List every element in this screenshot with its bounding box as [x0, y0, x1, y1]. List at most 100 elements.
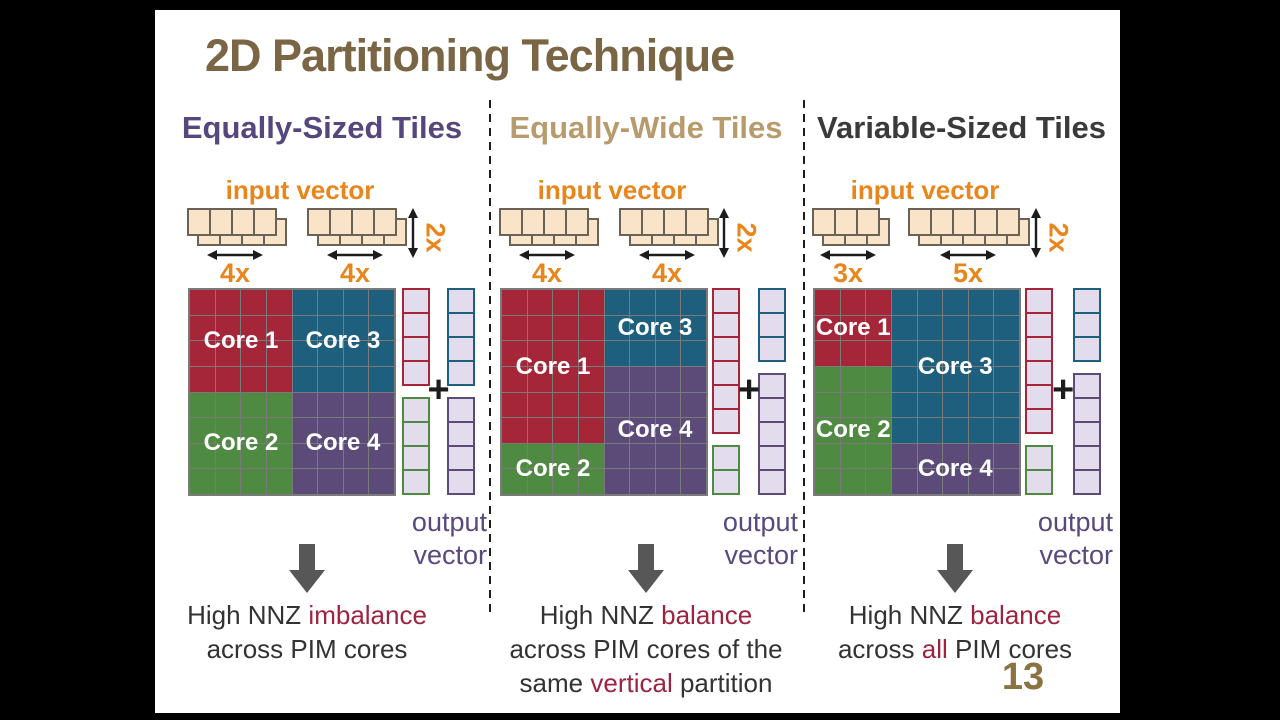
matrix-cell [681, 418, 706, 443]
caption-text: across PIM cores [206, 634, 408, 664]
matrix-cell [266, 290, 292, 315]
input-vector-label: input vector [850, 175, 1000, 205]
output-vector-cell [758, 469, 786, 495]
matrix-cell [891, 290, 917, 315]
width-multiplier-label: 5x [952, 258, 984, 288]
matrix-cell [917, 341, 943, 366]
matrix-cell [190, 443, 215, 469]
output-vector-cell [758, 397, 786, 423]
output-vector-block [447, 397, 475, 495]
matrix-cell [917, 469, 943, 494]
output-vector-label-line: vector [413, 540, 487, 570]
matrix-cell [943, 469, 968, 494]
output-vector-cell [447, 312, 475, 338]
output-vector-cell [447, 469, 475, 495]
input-vector-front-row [619, 208, 709, 236]
matrix-cell [630, 469, 655, 494]
core-label: Core 1 [815, 314, 891, 342]
input-vector-front-row [499, 208, 589, 236]
matrix-cell [840, 315, 866, 341]
matrix-cell [190, 469, 215, 494]
output-vector-block [712, 288, 740, 434]
output-vector-label-line: output [1037, 507, 1113, 537]
input-vector-cell [329, 208, 353, 236]
caption-text: across PIM cores of the [509, 634, 783, 664]
matrix-cell [943, 315, 968, 341]
matrix-cell [866, 443, 891, 469]
matrix-cell [527, 315, 553, 341]
height-arrow-icon [407, 208, 419, 263]
input-vector-cell [908, 208, 932, 236]
matrix-cell [266, 443, 292, 469]
matrix-cell [292, 418, 318, 443]
output-vector-cell [712, 408, 740, 434]
output-vector-cell [712, 312, 740, 338]
matrix-cell [994, 443, 1019, 469]
matrix-cell [866, 341, 891, 366]
width-multiplier-label: 4x [531, 258, 563, 288]
matrix-cell [630, 392, 655, 418]
input-vector-cell [952, 208, 976, 236]
output-vector-cell [1073, 288, 1101, 314]
matrix-cell [527, 469, 553, 494]
matrix-cell [578, 443, 604, 469]
matrix-cell [578, 341, 604, 366]
matrix-cell [241, 418, 266, 443]
matrix-cell [604, 341, 630, 366]
matrix-cell [369, 418, 394, 443]
matrix-cell [655, 469, 681, 494]
matrix-cell [866, 366, 891, 392]
core-label: Core 3 [305, 327, 381, 354]
input-vector-cell [373, 208, 397, 236]
input-vector-group: 4x [307, 208, 413, 288]
input-vector-cell [930, 208, 954, 236]
matrix-cell [215, 315, 241, 341]
matrix-cell [241, 443, 266, 469]
matrix-cell [917, 418, 943, 443]
output-vector-block [1073, 373, 1101, 495]
input-vector-cell [209, 208, 233, 236]
matrix-cell [318, 341, 343, 366]
matrix-cell [994, 341, 1019, 366]
width-multiplier-label: 4x [339, 258, 371, 288]
height-multiplier-label: 2x [1043, 221, 1074, 253]
width-arrow-icon [639, 248, 695, 266]
matrix-cell [655, 392, 681, 418]
matrix-cell [815, 443, 840, 469]
output-vector-cell [1025, 288, 1053, 314]
matrix-cell [578, 469, 604, 494]
matrix-cell [655, 290, 681, 315]
matrix-cell [369, 341, 394, 366]
matrix-cell [840, 290, 866, 315]
output-vector-cell [1073, 421, 1101, 447]
matrix-cell [994, 366, 1019, 392]
input-vector-label: input vector [225, 175, 375, 205]
plus-sign: + [738, 369, 761, 411]
matrix-cell [917, 392, 943, 418]
down-arrow-icon [287, 544, 327, 599]
input-vector-group: 3x [812, 208, 894, 288]
matrix-cell [502, 392, 527, 418]
matrix-cell [502, 418, 527, 443]
matrix-cell [266, 366, 292, 392]
matrix-cell [655, 315, 681, 341]
core-label: Core 1 [203, 327, 279, 354]
column-header: Variable-Sized Tiles [817, 110, 1106, 145]
output-vector-cell [447, 397, 475, 423]
caption-text: High NNZ [539, 600, 662, 630]
matrix-cell [266, 392, 292, 418]
output-vector-cell [1073, 373, 1101, 399]
input-vector-cell [663, 208, 687, 236]
output-vector-block [402, 288, 430, 386]
width-arrow-icon [327, 248, 383, 266]
core-label: Core 1 [515, 352, 591, 380]
output-vector-cell [402, 469, 430, 495]
matrix-cell [502, 443, 527, 469]
output-vector-cell [1025, 469, 1053, 495]
matrix-cell [604, 366, 630, 392]
matrix-cell [292, 341, 318, 366]
